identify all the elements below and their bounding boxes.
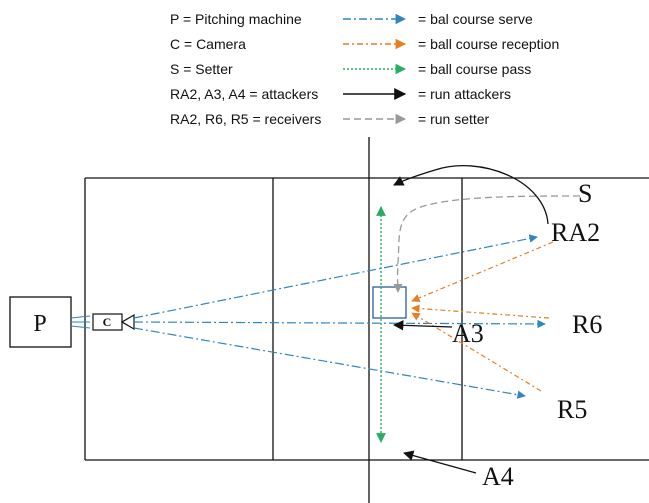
legend-key-2: C = Camera (170, 36, 246, 52)
attacker-run-a3 (392, 320, 453, 331)
legend-row-3: S = Setter = ball course pass (170, 61, 531, 77)
legend-key-3: S = Setter (170, 61, 233, 77)
legend: P = Pitching machine = bal course serve … (170, 11, 559, 127)
camera: C (92, 313, 135, 331)
serve-to-r6 (133, 319, 546, 329)
serve-trajectories (133, 234, 546, 399)
legend-key-1: P = Pitching machine (170, 11, 302, 27)
pitching-machine-label: P (33, 311, 46, 337)
attacker-run-a4 (402, 450, 477, 474)
setter-target-zone (372, 286, 407, 319)
pitching-machine: P (9, 296, 91, 348)
legend-meaning-3: = ball course pass (418, 61, 531, 77)
ra2-label: RA2 (551, 218, 600, 247)
camera-lens-icon (120, 313, 135, 331)
setter-label: S (578, 179, 592, 208)
machine-spout-1 (70, 315, 91, 319)
legend-key-5: RA2, R6, R5 = receivers (170, 111, 321, 127)
legend-meaning-4: = run attackers (418, 86, 511, 102)
reception-trajectories (411, 241, 554, 392)
serve-to-r5 (133, 327, 526, 399)
reception-from-ra2 (411, 241, 554, 302)
r5-label: R5 (557, 395, 587, 424)
r6-label: R6 (572, 310, 602, 339)
legend-row-1: P = Pitching machine = bal course serve (170, 11, 533, 27)
machine-spout-3 (70, 325, 91, 329)
legend-meaning-2: = ball course reception (418, 36, 559, 52)
legend-row-5: RA2, R6, R5 = receivers = run setter (170, 111, 490, 127)
legend-key-4: RA2, A3, A4 = attackers (170, 86, 318, 102)
a3-label: A3 (452, 319, 484, 348)
setter-run-path (393, 195, 581, 293)
reception-from-r6 (411, 304, 550, 319)
legend-row-4: RA2, A3, A4 = attackers = run attackers (170, 86, 511, 102)
legend-meaning-5: = run setter (418, 111, 490, 127)
pitching-machine-box (9, 296, 72, 348)
attacker-run-ra2 (393, 165, 549, 225)
legend-meaning-1: = bal course serve (418, 11, 533, 27)
camera-label: C (103, 315, 112, 329)
serve-to-ra2 (133, 234, 538, 319)
legend-row-2: C = Camera = ball course reception (170, 36, 559, 52)
a4-label: A4 (482, 462, 514, 491)
court (84, 137, 649, 503)
